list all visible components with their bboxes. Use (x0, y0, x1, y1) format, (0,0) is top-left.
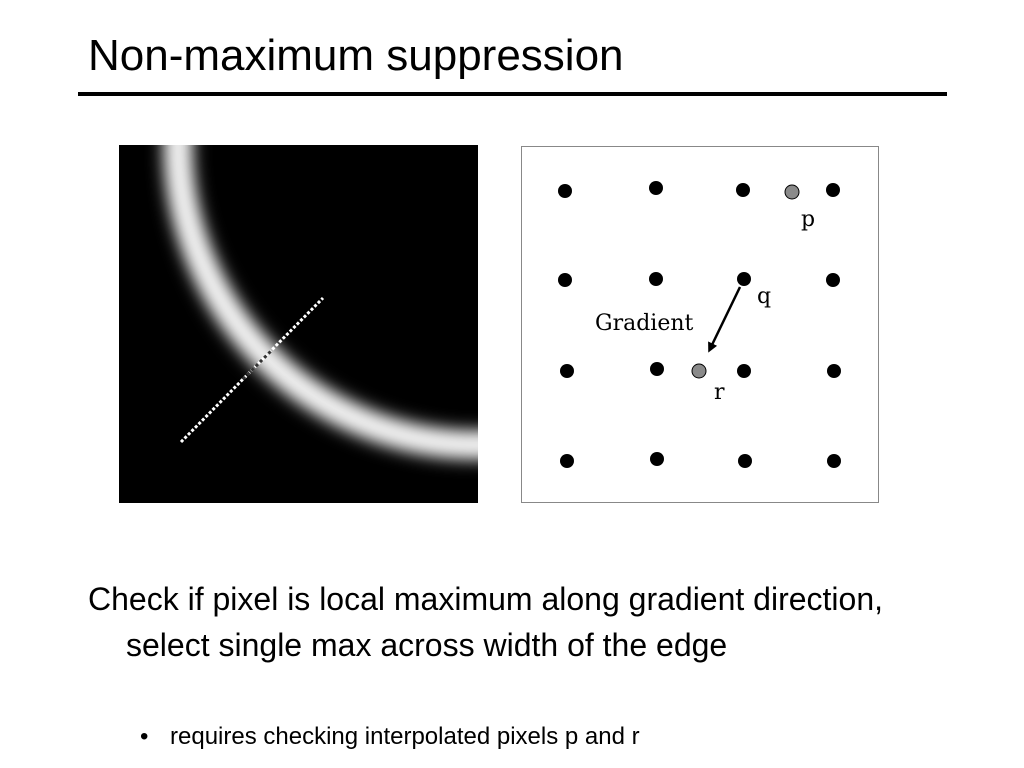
pixel-dot (826, 273, 840, 287)
slide-title: Non-maximum suppression (88, 31, 624, 80)
pixel-dot (737, 364, 751, 378)
sub-point: • requires checking interpolated pixels p… (140, 722, 640, 752)
bullet-marker: • (140, 723, 149, 750)
pixel-dot (560, 364, 574, 378)
pixel-grid-border (521, 146, 879, 503)
edge-image-figure (119, 145, 478, 503)
edge-image (119, 145, 478, 503)
main-point: Check if pixel is local maximum along gr… (88, 581, 884, 663)
pixel-dot (558, 184, 572, 198)
pixel-dot (827, 364, 841, 378)
pixel-dot (649, 181, 663, 195)
pixel-grid-diagram: p q r Gradient (521, 146, 879, 503)
sub-point-text: requires checking interpolated pixels p … (170, 723, 640, 750)
pixel-dot (827, 454, 841, 468)
pixel-dot (650, 362, 664, 376)
label-q: q (757, 284, 771, 309)
interpolated-point-r (691, 363, 707, 379)
slide-body: Check if pixel is local maximum along gr… (88, 576, 948, 668)
pixel-dot (649, 272, 663, 286)
pixel-dot (560, 454, 574, 468)
pixel-point-q (737, 272, 751, 286)
interpolated-point-p (784, 184, 800, 200)
pixel-dot (738, 454, 752, 468)
pixel-dot (736, 183, 750, 197)
pixel-dot (650, 452, 664, 466)
pixel-grid-figure: p q r Gradient (521, 146, 879, 503)
label-gradient: Gradient (595, 311, 694, 336)
label-p: p (801, 207, 815, 232)
pixel-dot (558, 273, 572, 287)
pixel-dot (826, 183, 840, 197)
title-divider (78, 92, 947, 96)
gradient-arrow (708, 286, 742, 353)
label-r: r (714, 380, 725, 405)
